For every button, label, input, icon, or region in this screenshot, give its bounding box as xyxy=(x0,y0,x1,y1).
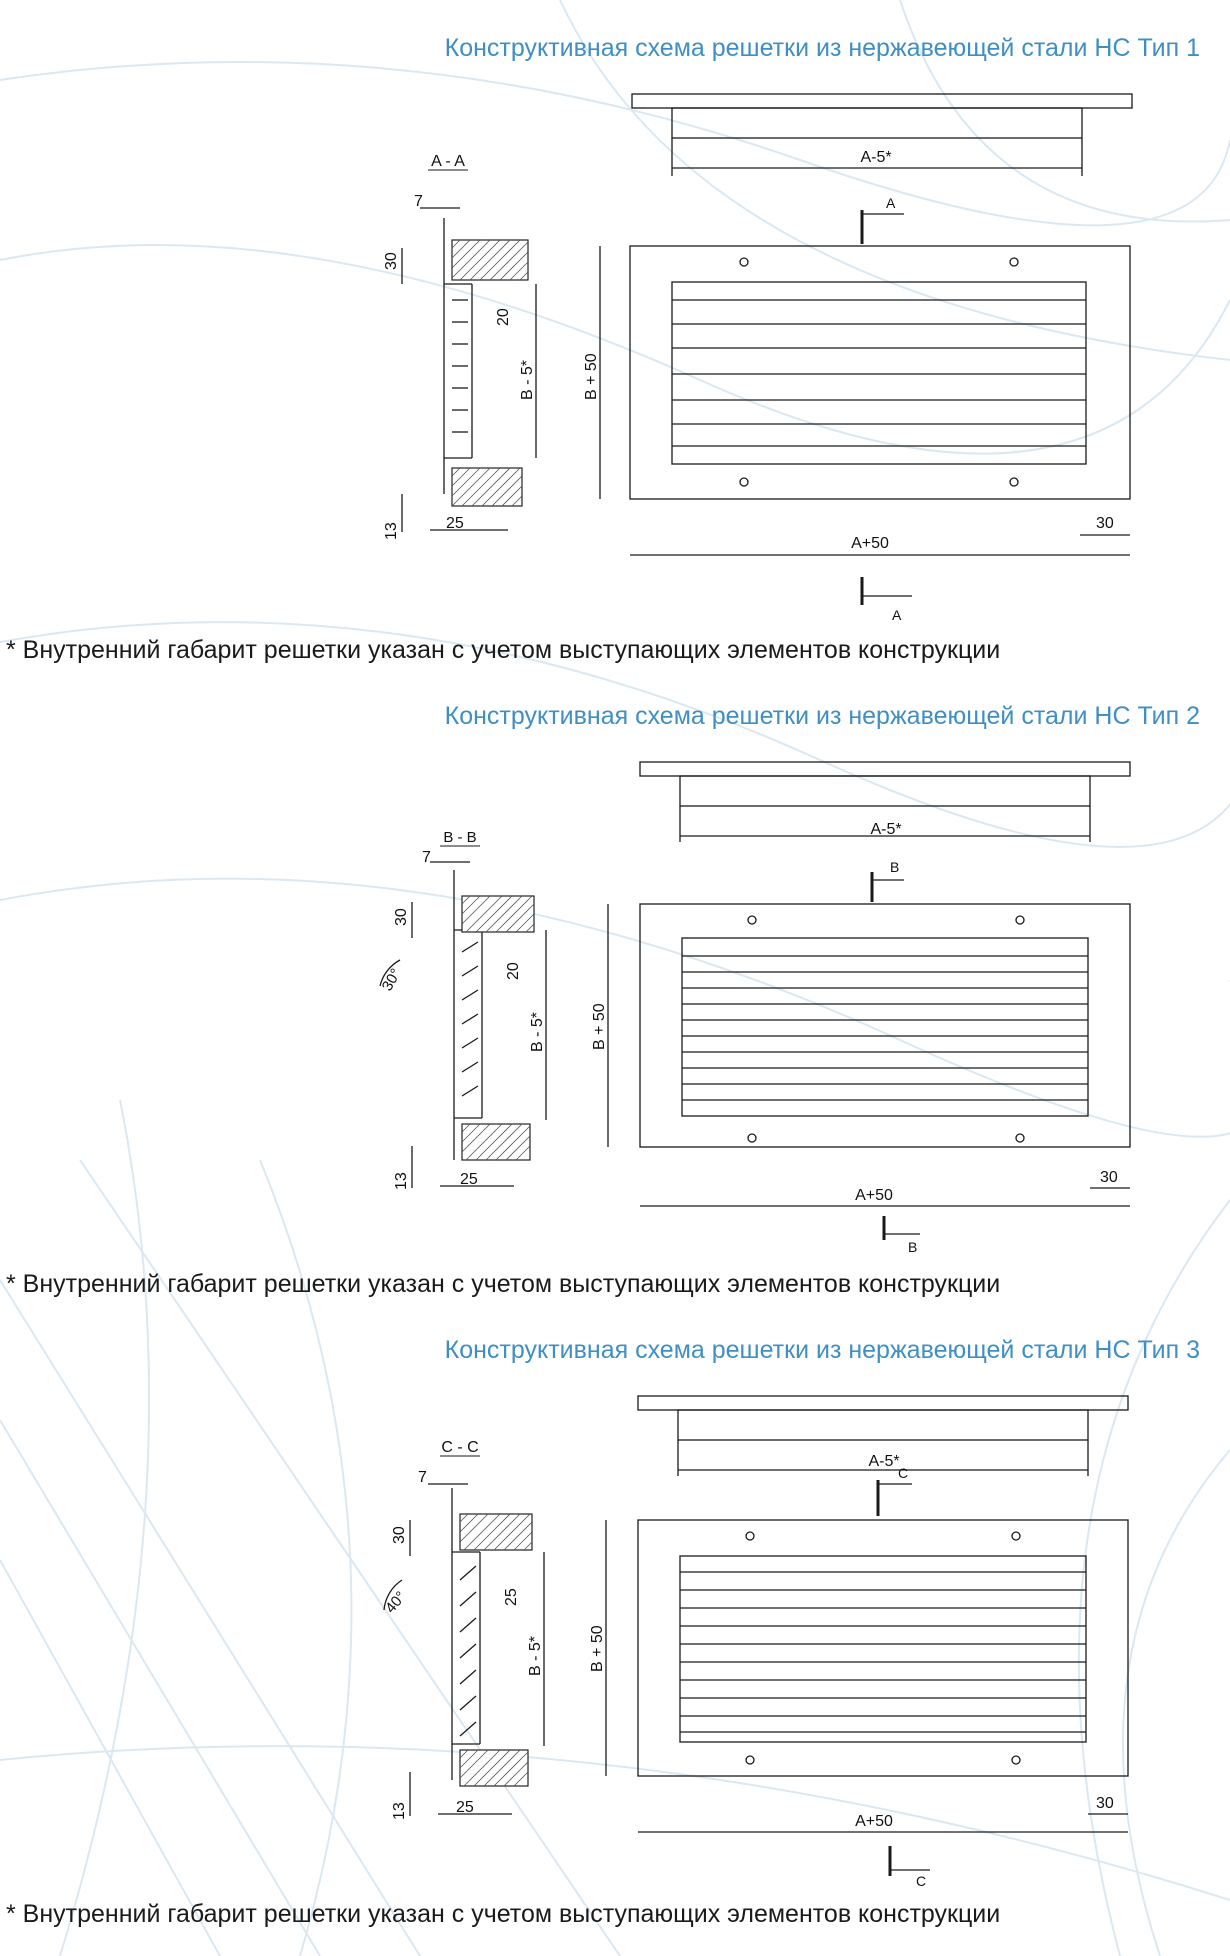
dim-25: 25 xyxy=(460,1171,478,1188)
dim-20: 20 xyxy=(495,308,512,326)
dim-25: 25 xyxy=(446,515,464,532)
section-label: A - A xyxy=(431,153,465,170)
dim-b-5: B - 5* xyxy=(529,1012,546,1052)
dim-b-5: B - 5* xyxy=(519,360,536,400)
dim-a-5: A-5* xyxy=(860,149,891,166)
dim-30-right: 30 xyxy=(1100,1169,1118,1186)
dim-30: 30 xyxy=(393,908,410,926)
drawing-type-3: C - C 7 30 40° 25 B - 5* 13 25 A-5* B + … xyxy=(382,1395,1129,1889)
dim-7: 7 xyxy=(418,1469,427,1486)
dim-b-5: B - 5* xyxy=(527,1636,544,1676)
cut-marker-top: A xyxy=(886,195,896,211)
dim-a-50: A+50 xyxy=(851,535,889,552)
cut-marker-top: C xyxy=(898,1465,908,1481)
dim-b-50: B + 50 xyxy=(591,1003,608,1050)
section-label: C - C xyxy=(441,1439,478,1456)
footnote-type-1: * Внутренний габарит решетки указан с уч… xyxy=(6,636,1001,664)
dim-a-50: A+50 xyxy=(855,1187,893,1204)
dim-30-right: 30 xyxy=(1096,1795,1114,1812)
cut-marker-bottom: C xyxy=(916,1873,926,1889)
section-title-type-3: Конструктивная схема решетки из нержавею… xyxy=(444,1336,1200,1364)
dim-25-vertical: 25 xyxy=(503,1588,520,1606)
section-title-type-2: Конструктивная схема решетки из нержавею… xyxy=(444,702,1200,730)
footnote-type-3: * Внутренний габарит решетки указан с уч… xyxy=(6,1900,1001,1928)
dim-30: 30 xyxy=(383,252,400,270)
angle-label: 40° xyxy=(382,1588,410,1616)
dim-b-50: B + 50 xyxy=(583,353,600,400)
cut-marker-bottom: B xyxy=(908,1239,917,1255)
cut-marker-top: B xyxy=(890,859,899,875)
section-title-type-1: Конструктивная схема решетки из нержавею… xyxy=(444,34,1200,62)
dim-a-5: A-5* xyxy=(870,821,901,838)
cut-marker-bottom: A xyxy=(892,607,902,623)
section-label: B - B xyxy=(443,829,476,846)
dim-20: 20 xyxy=(505,962,522,980)
dim-13: 13 xyxy=(391,1802,408,1820)
dim-a-50: A+50 xyxy=(855,1813,893,1830)
dim-b-50: B + 50 xyxy=(589,1625,606,1672)
dim-13: 13 xyxy=(383,522,400,540)
dim-7: 7 xyxy=(422,849,431,866)
dim-30-right: 30 xyxy=(1096,515,1114,532)
angle-label: 30° xyxy=(379,966,405,994)
dim-a-5: A-5* xyxy=(868,1453,899,1470)
drawing-type-1: A - A 7 30 20 B - 5* 13 25 A-5* B + 50 A… xyxy=(383,93,1133,623)
dim-13: 13 xyxy=(393,1172,410,1190)
dim-7: 7 xyxy=(414,193,423,210)
drawing-type-2: B - B 7 30 30° 20 B - 5* 13 25 A-5* B + … xyxy=(379,761,1131,1255)
footnote-type-2: * Внутренний габарит решетки указан с уч… xyxy=(6,1270,1001,1298)
dim-30: 30 xyxy=(391,1526,408,1544)
dim-25: 25 xyxy=(456,1799,474,1816)
